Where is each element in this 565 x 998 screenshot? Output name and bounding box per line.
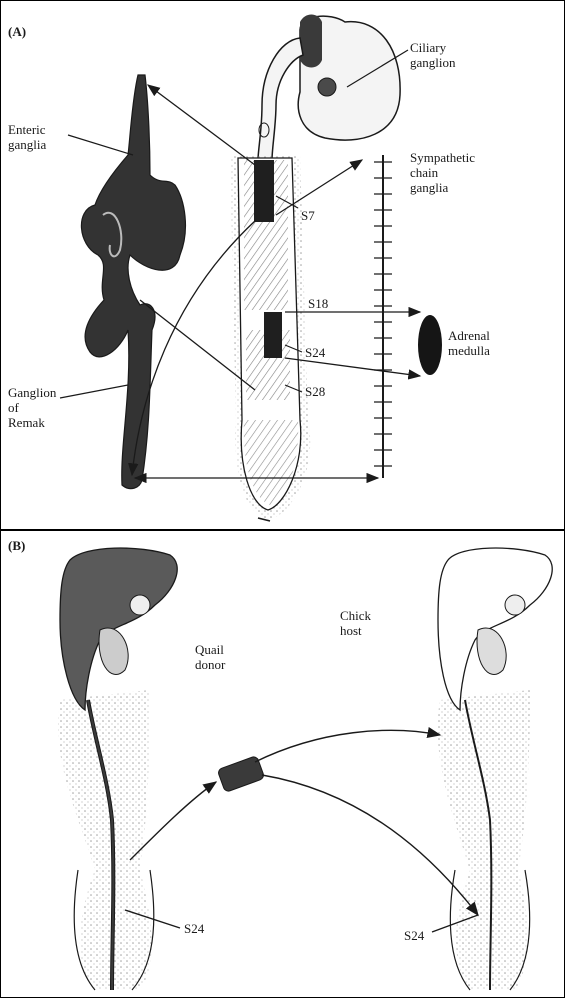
s18-label: S18 — [308, 296, 328, 311]
quail-heart — [99, 628, 128, 674]
head-dark-region — [300, 15, 322, 68]
sympathetic-chain-label: Sympathetic chain ganglia — [410, 150, 475, 195]
chick-head — [438, 548, 552, 710]
quail-eye — [130, 595, 150, 615]
ganglion-of-remak-label: Ganglion of Remak — [8, 385, 56, 430]
gut-tube — [81, 75, 185, 489]
graft-s1-s7 — [254, 160, 274, 222]
quail-body-stipple — [58, 690, 152, 990]
enteric-ganglia-label: Enteric ganglia — [8, 122, 46, 152]
chick-eye — [505, 595, 525, 615]
arrow-graft-to-host-lower — [262, 775, 478, 915]
ciliary-ganglion-label: Ciliary ganglion — [410, 40, 456, 70]
adrenal-medulla-label: Adrenal medulla — [448, 328, 490, 358]
arrow-graft-to-host-upper — [255, 730, 440, 762]
panel-b-label: (B) — [8, 538, 25, 553]
s24-label-a: S24 — [305, 345, 325, 360]
s24-label-donor: S24 — [184, 921, 204, 936]
quail-embryo — [58, 548, 177, 990]
enteric-pointer — [68, 135, 133, 155]
s24-label-host: S24 — [404, 928, 424, 943]
arrow-to-enteric — [148, 85, 255, 165]
neural-tube-neck — [258, 38, 303, 160]
s28-label: S28 — [305, 384, 325, 399]
panel-a-drawing — [60, 15, 442, 522]
chick-heart — [477, 628, 506, 674]
quail-donor-label: Quail donor — [195, 642, 225, 672]
remak-pointer — [60, 385, 128, 398]
ciliary-ganglion-dot — [318, 78, 336, 96]
adrenal-medulla-shape — [418, 315, 442, 375]
graft-s18-s24 — [264, 312, 282, 358]
panel-b-drawing — [58, 548, 552, 990]
s7-label: S7 — [301, 208, 315, 223]
quail-head — [60, 548, 177, 710]
panel-a-label: (A) — [8, 24, 26, 39]
chick-host-label: Chick host — [340, 608, 371, 638]
